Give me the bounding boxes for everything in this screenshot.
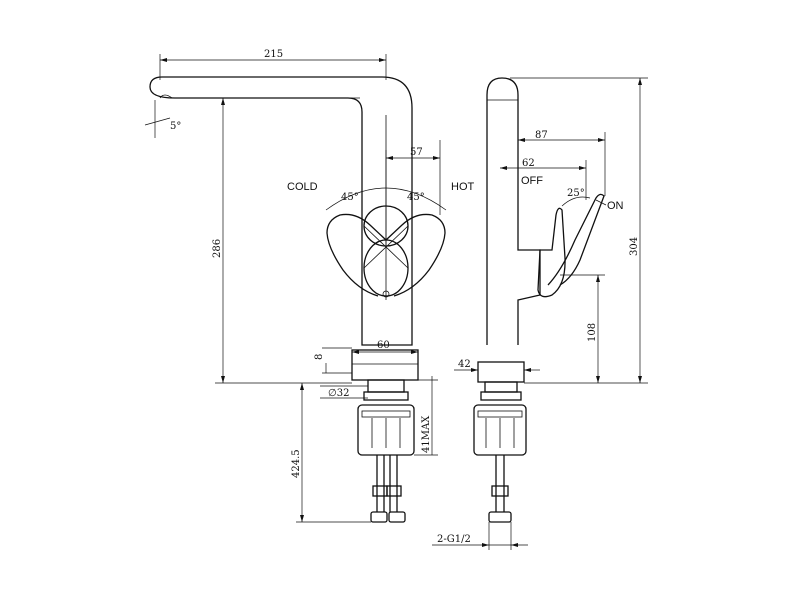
cold-lever	[326, 213, 387, 297]
dim-shank-diameter: ∅32	[328, 388, 349, 399]
side-lever-on	[547, 193, 605, 286]
front-spout	[149, 76, 413, 346]
label-off: OFF	[521, 175, 543, 187]
label-hot: HOT	[451, 181, 475, 193]
label-on: ON	[607, 200, 624, 212]
side-lever	[537, 207, 566, 298]
dim-lever-offset: 57	[410, 147, 423, 158]
dim-spout-reach: 215	[264, 49, 283, 60]
dim-shank-max: 41MAX	[421, 415, 432, 453]
hot-lever	[385, 213, 446, 297]
dim-right-angle: 45°	[407, 192, 425, 203]
front-view	[149, 76, 447, 523]
dim-base-diameter: 60	[377, 340, 390, 351]
side-body	[486, 77, 541, 345]
spout-tip	[159, 94, 173, 99]
dim-lever-height: 108	[587, 323, 598, 342]
side-nut	[473, 404, 527, 456]
dim-off-depth: 62	[522, 158, 535, 169]
front-dimensions: 215 5° 286 57 45° 45° COLD HOT 60 8 ∅32	[144, 49, 475, 523]
dim-left-angle: 45°	[341, 192, 359, 203]
side-base	[477, 361, 525, 383]
front-nut	[357, 404, 415, 456]
label-cold: COLD	[287, 181, 318, 193]
front-base	[351, 349, 419, 381]
dim-spout-tilt: 5°	[170, 121, 181, 132]
dim-base-height: 8	[314, 354, 325, 360]
side-view	[473, 77, 605, 523]
dim-hose-length: 424.5	[291, 449, 302, 478]
dim-side-base: 42	[458, 359, 471, 370]
side-dimensions: 87 62 OFF 25° ON 304 108 42 2-G1/2	[432, 77, 648, 550]
dim-side-depth: 87	[535, 130, 548, 141]
dim-lever-angle: 25°	[567, 188, 585, 199]
dim-total-height: 304	[629, 237, 640, 256]
dim-height-under-spout: 286	[212, 239, 223, 258]
front-shank	[367, 379, 405, 393]
dim-thread: 2-G1/2	[437, 534, 471, 545]
